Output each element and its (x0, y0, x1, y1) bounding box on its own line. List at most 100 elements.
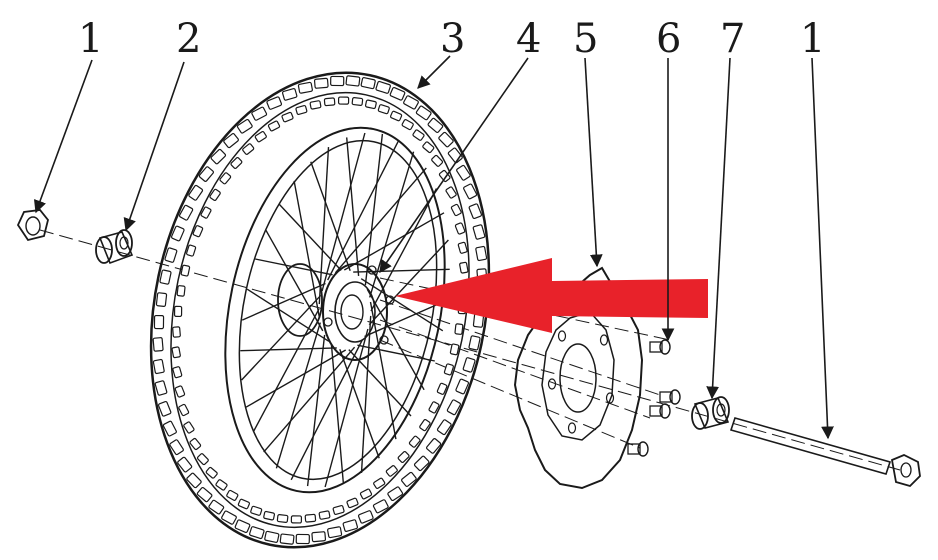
tread-knob (472, 224, 486, 240)
wheel-spokes (240, 132, 450, 488)
spoke (368, 239, 449, 326)
tread-knob (157, 400, 172, 417)
spoke (293, 180, 321, 319)
spoke (275, 322, 321, 469)
spoke (255, 258, 333, 276)
spoke (369, 151, 415, 298)
tread-knob (359, 488, 373, 500)
tread-knob (230, 157, 243, 169)
tread-knob (377, 104, 390, 115)
tread-knob (176, 285, 186, 297)
tread-knob (223, 133, 239, 149)
tread-knob (205, 466, 218, 479)
spoke (321, 132, 366, 292)
tread-knob (450, 203, 462, 217)
tread-knob (221, 510, 237, 525)
tread-knob (264, 530, 280, 543)
tread-knob (309, 100, 322, 110)
tread-knob (178, 403, 190, 417)
tread-knob (254, 131, 267, 143)
tread-knob (468, 335, 481, 351)
tread-knob (475, 245, 488, 262)
tread-knob (173, 305, 183, 318)
tread-knob (327, 526, 343, 539)
tread-knob (215, 479, 228, 491)
spoke (360, 278, 444, 332)
tread-knob (236, 118, 253, 134)
tread-knob (403, 95, 419, 110)
callout-disc-bolts-label: 6 (656, 16, 681, 62)
tread-knob (295, 105, 308, 115)
tread-knob (219, 172, 232, 185)
tread-knob (408, 435, 421, 448)
disc-bolt (649, 403, 671, 419)
tread-knob (155, 292, 168, 308)
spoke (353, 268, 450, 273)
wheel-hub (277, 263, 395, 361)
tread-knob (196, 486, 213, 503)
tread-knob (170, 225, 185, 242)
tread-knob (234, 519, 251, 534)
tread-knob (427, 117, 444, 134)
tread-knob (431, 154, 444, 167)
tread-knob (183, 421, 195, 434)
spoke (241, 282, 326, 321)
spoke (364, 133, 384, 286)
wheel-tire (149, 71, 491, 549)
spoke (364, 299, 449, 338)
spoke (240, 347, 337, 352)
tread-knob (250, 505, 263, 516)
tread-knob (438, 131, 454, 148)
tread-knob (249, 526, 265, 540)
callout-wheel-tire-label: 3 (440, 16, 465, 62)
tread-knob (436, 382, 448, 395)
spoke (330, 344, 344, 483)
tread-knob (279, 533, 295, 545)
tread-knob (443, 363, 454, 376)
leader-lines (33, 55, 834, 440)
callout-spacer-left-label: 2 (176, 16, 201, 62)
spoke (357, 344, 435, 362)
tread-knob (389, 86, 406, 101)
tread-knob (342, 519, 359, 532)
tread-knob (304, 513, 317, 523)
brake-disc (513, 266, 644, 490)
tread-knob (237, 498, 251, 510)
tread-knob (208, 499, 225, 515)
tread-knob (413, 455, 430, 472)
left-spacer (95, 229, 134, 265)
tread-knob (178, 204, 194, 221)
tread-knob (189, 437, 202, 451)
tread-knob (251, 106, 268, 121)
tread-knob (154, 380, 168, 396)
axle-bolt (729, 417, 921, 488)
tread-knob (226, 489, 239, 501)
tread-knob (459, 261, 469, 274)
tread-knob (449, 343, 460, 356)
tread-knob (375, 80, 391, 94)
spoke (360, 315, 372, 473)
tread-knob (209, 188, 221, 202)
tread-knob (428, 401, 440, 414)
callout-numbers: 1 2 3 4 5 6 7 1 (78, 16, 825, 62)
tread-knob (290, 515, 303, 524)
disc-bolt (649, 339, 671, 355)
spoke (245, 349, 347, 408)
tread-knob (462, 357, 476, 373)
highlight-red-arrow (395, 258, 708, 333)
tread-knob (436, 419, 452, 436)
callout-spacer-right-label: 7 (720, 16, 745, 62)
tread-knob (313, 77, 329, 89)
tread-knob (162, 420, 177, 437)
tread-knob (263, 510, 276, 521)
tread-knob (297, 81, 313, 94)
tread-knob (210, 148, 227, 165)
right-spacer (691, 396, 730, 430)
tread-knob (172, 366, 183, 379)
tread-knob (346, 497, 359, 509)
tread-knob (351, 97, 364, 106)
tread-knob (242, 143, 255, 155)
tread-knob (357, 510, 374, 524)
tread-knob (372, 499, 389, 514)
